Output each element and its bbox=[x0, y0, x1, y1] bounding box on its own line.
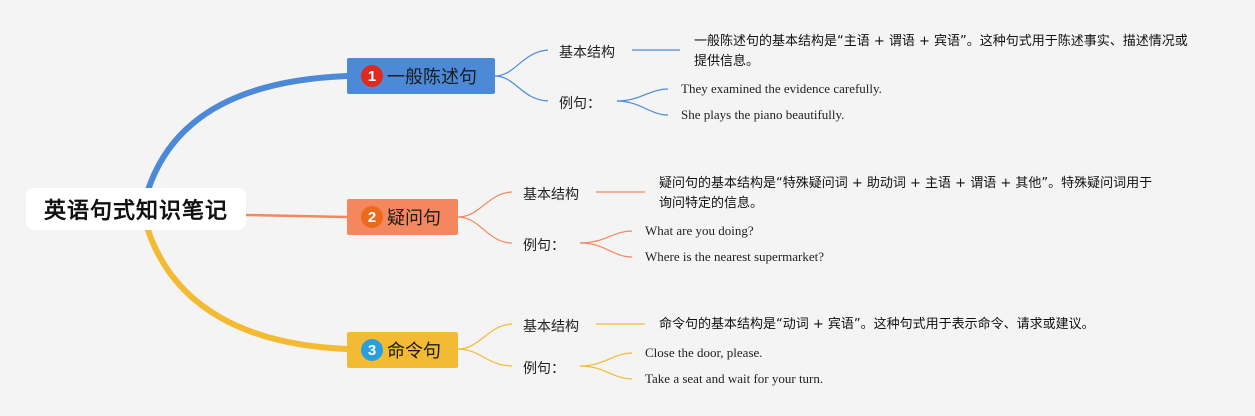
structure-description[interactable]: 命令句的基本结构是“动词 + 宾语”。这种句式用于表示命令、请求或建议。 bbox=[659, 317, 1095, 332]
example-label[interactable]: 例句： bbox=[523, 238, 565, 254]
example-sentence[interactable]: They examined the evidence carefully. bbox=[681, 81, 882, 96]
structure-description[interactable]: 一般陈述句的基本结构是“主语 + 谓语 + 宾语”。这种句式用于陈述事实、描述情… bbox=[694, 34, 1188, 69]
structure-description[interactable]: 疑问句的基本结构是“特殊疑问词 + 助动词 + 主语 + 谓语 + 其他”。特殊… bbox=[659, 176, 1153, 211]
example-sentence[interactable]: She plays the piano beautifully. bbox=[681, 107, 845, 122]
example-sentence[interactable]: Where is the nearest supermarket? bbox=[645, 249, 825, 264]
branch-title: 疑问句 bbox=[387, 208, 441, 229]
number-3-icon: 3 bbox=[361, 339, 383, 361]
branch-statement[interactable]: 1 一般陈述句 bbox=[347, 58, 495, 94]
branch-imperative[interactable]: 3 命令句 bbox=[347, 332, 458, 368]
structure-label[interactable]: 基本结构 bbox=[523, 187, 579, 203]
number-2-icon: 2 bbox=[361, 206, 383, 228]
example-label[interactable]: 例句： bbox=[559, 96, 601, 112]
number-1-icon: 1 bbox=[361, 65, 383, 87]
structure-label[interactable]: 基本结构 bbox=[559, 45, 615, 61]
branch-title: 命令句 bbox=[387, 341, 441, 362]
example-sentence[interactable]: What are you doing? bbox=[645, 223, 754, 238]
root-title: 英语句式知识笔记 bbox=[43, 199, 228, 224]
example-sentence[interactable]: Close the door, please. bbox=[645, 345, 763, 360]
root-topic[interactable]: 英语句式知识笔记 bbox=[26, 188, 246, 230]
branch-question[interactable]: 2 疑问句 bbox=[347, 199, 458, 235]
example-sentence[interactable]: Take a seat and wait for your turn. bbox=[645, 371, 824, 386]
branch-title: 一般陈述句 bbox=[387, 67, 477, 88]
structure-label[interactable]: 基本结构 bbox=[523, 319, 579, 335]
example-label[interactable]: 例句： bbox=[523, 361, 565, 377]
